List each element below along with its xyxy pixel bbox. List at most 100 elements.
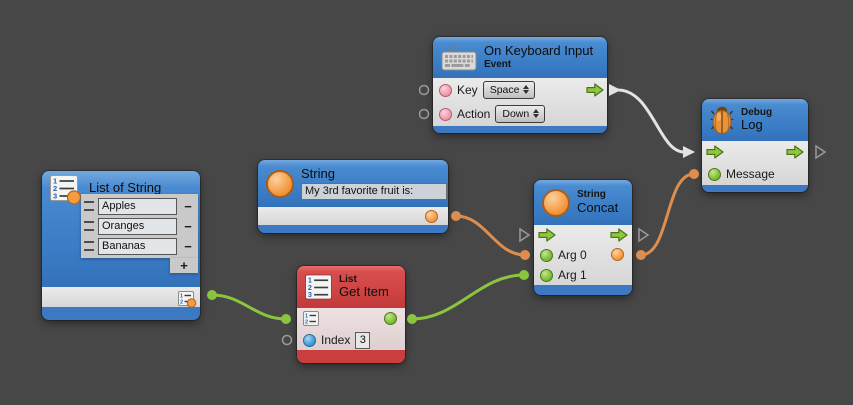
svg-text:2: 2 bbox=[308, 283, 312, 292]
node-header: String Concat bbox=[534, 180, 632, 225]
unconnected-flow-hint bbox=[815, 144, 827, 160]
result-output-port[interactable] bbox=[611, 248, 624, 261]
wire-start-arrow bbox=[609, 84, 621, 96]
node-header: 1 2 3 List of String Apples − Oranges − bbox=[42, 171, 200, 287]
key-dropdown[interactable]: Space bbox=[482, 81, 536, 99]
svg-text:1: 1 bbox=[53, 177, 57, 186]
action-dropdown[interactable]: Down bbox=[495, 105, 546, 123]
node-body: 1 2 Index 3 bbox=[297, 308, 405, 350]
node-category: String bbox=[577, 189, 606, 201]
flow-output-port[interactable] bbox=[610, 228, 628, 242]
flow-output-port[interactable] bbox=[586, 83, 604, 97]
wire-flow-keyboard-to-log[interactable] bbox=[609, 84, 695, 158]
node-string-concat[interactable]: String Concat Arg 0 Arg 1 bbox=[534, 180, 632, 295]
svg-text:2: 2 bbox=[180, 300, 183, 306]
node-title: Log bbox=[741, 117, 763, 133]
node-header: Debug Log bbox=[702, 99, 808, 141]
node-footer bbox=[433, 126, 607, 133]
node-header: String My 3rd favorite fruit is: bbox=[258, 160, 448, 207]
wire-end-arrow bbox=[683, 146, 695, 158]
index-value-input[interactable]: 3 bbox=[355, 331, 371, 349]
node-on-keyboard-input[interactable]: On Keyboard Input Event Key Space Action bbox=[433, 37, 607, 133]
node-footer bbox=[42, 307, 200, 320]
action-port-label: Action bbox=[457, 107, 491, 121]
drag-handle-icon[interactable] bbox=[84, 241, 94, 251]
wire-getitem-to-arg1[interactable] bbox=[407, 270, 529, 324]
node-title: List of String bbox=[89, 180, 162, 195]
node-debug-log[interactable]: Debug Log Message bbox=[702, 99, 808, 192]
list-items-panel: Apples − Oranges − Bananas − bbox=[81, 194, 198, 258]
string-value-input[interactable]: My 3rd favorite fruit is: bbox=[301, 183, 447, 201]
node-body: Arg 0 Arg 1 bbox=[534, 225, 632, 285]
wire-endpoint bbox=[207, 290, 217, 300]
list-item-row: Apples − bbox=[84, 196, 195, 216]
key-port[interactable] bbox=[439, 83, 452, 97]
node-title: On Keyboard Input bbox=[484, 43, 594, 59]
index-port[interactable] bbox=[303, 333, 316, 347]
arg0-port[interactable] bbox=[540, 248, 553, 262]
unconnected-flow-hint bbox=[638, 227, 650, 243]
item-output-port[interactable] bbox=[384, 312, 397, 325]
list-icon: 1 2 3 bbox=[50, 175, 82, 205]
remove-item-button[interactable]: − bbox=[184, 218, 192, 234]
wire-endpoint bbox=[689, 169, 699, 179]
wire-endpoint bbox=[281, 314, 291, 324]
node-category: Debug bbox=[741, 106, 773, 118]
bug-icon bbox=[710, 106, 734, 134]
keyboard-icon bbox=[441, 45, 477, 70]
key-port-label: Key bbox=[457, 83, 478, 97]
arg0-port-label: Arg 0 bbox=[558, 248, 587, 262]
node-list-of-string[interactable]: 1 2 3 List of String Apples − Oranges − bbox=[42, 171, 200, 320]
dropdown-arrows-icon bbox=[533, 109, 540, 118]
flow-input-port[interactable] bbox=[538, 228, 556, 242]
node-body: Message bbox=[702, 141, 808, 185]
node-footer bbox=[258, 225, 448, 233]
flow-input-port[interactable] bbox=[706, 145, 724, 159]
node-title: String bbox=[301, 165, 335, 181]
wire-endpoint bbox=[519, 270, 529, 280]
node-body: 1 2 bbox=[42, 287, 200, 308]
wire-endpoint bbox=[451, 211, 461, 221]
action-dropdown-value: Down bbox=[502, 107, 530, 120]
node-title: Get Item bbox=[339, 284, 389, 300]
node-header: 1 2 3 List Get Item bbox=[297, 266, 405, 308]
node-body: Key Space Action Down bbox=[433, 78, 607, 126]
svg-text:1: 1 bbox=[308, 276, 312, 285]
wire-string-to-arg0[interactable] bbox=[451, 211, 530, 260]
list-item-input[interactable]: Apples bbox=[98, 197, 177, 215]
unconnected-port-hint bbox=[418, 108, 430, 120]
node-body bbox=[258, 207, 448, 225]
add-item-button[interactable]: + bbox=[170, 258, 198, 273]
drag-handle-icon[interactable] bbox=[84, 221, 94, 231]
node-footer bbox=[297, 350, 405, 363]
flow-output-port[interactable] bbox=[786, 145, 804, 159]
node-string-literal[interactable]: String My 3rd favorite fruit is: bbox=[258, 160, 448, 233]
wire-list-to-getitem[interactable] bbox=[207, 290, 291, 324]
arg1-port-label: Arg 1 bbox=[558, 268, 587, 282]
remove-item-button[interactable]: − bbox=[184, 238, 192, 254]
drag-handle-icon[interactable] bbox=[84, 201, 94, 211]
key-dropdown-value: Space bbox=[489, 83, 520, 96]
list-item-input[interactable]: Bananas bbox=[98, 237, 177, 255]
node-list-get-item[interactable]: 1 2 3 List Get Item 1 2 bbox=[297, 266, 405, 363]
arg1-port[interactable] bbox=[540, 268, 553, 282]
list-output-port[interactable]: 1 2 bbox=[178, 291, 197, 308]
message-port[interactable] bbox=[708, 167, 721, 181]
list-item-row: Bananas − bbox=[84, 236, 195, 256]
node-subtitle: Event bbox=[484, 59, 512, 71]
unconnected-flow-hint bbox=[519, 227, 531, 243]
node-title: Concat bbox=[577, 199, 619, 215]
wire-concat-to-message[interactable] bbox=[636, 169, 699, 260]
wire-endpoint bbox=[520, 250, 530, 260]
svg-text:3: 3 bbox=[308, 290, 312, 299]
wire-endpoint bbox=[407, 314, 417, 324]
list-input-port[interactable]: 1 2 bbox=[303, 311, 320, 327]
svg-text:1: 1 bbox=[305, 314, 308, 320]
list-item-input[interactable]: Oranges bbox=[98, 217, 177, 235]
action-port[interactable] bbox=[439, 107, 452, 121]
string-output-port[interactable] bbox=[425, 210, 438, 223]
remove-item-button[interactable]: − bbox=[184, 198, 192, 214]
message-port-label: Message bbox=[726, 167, 775, 181]
unconnected-port-hint bbox=[418, 84, 430, 96]
